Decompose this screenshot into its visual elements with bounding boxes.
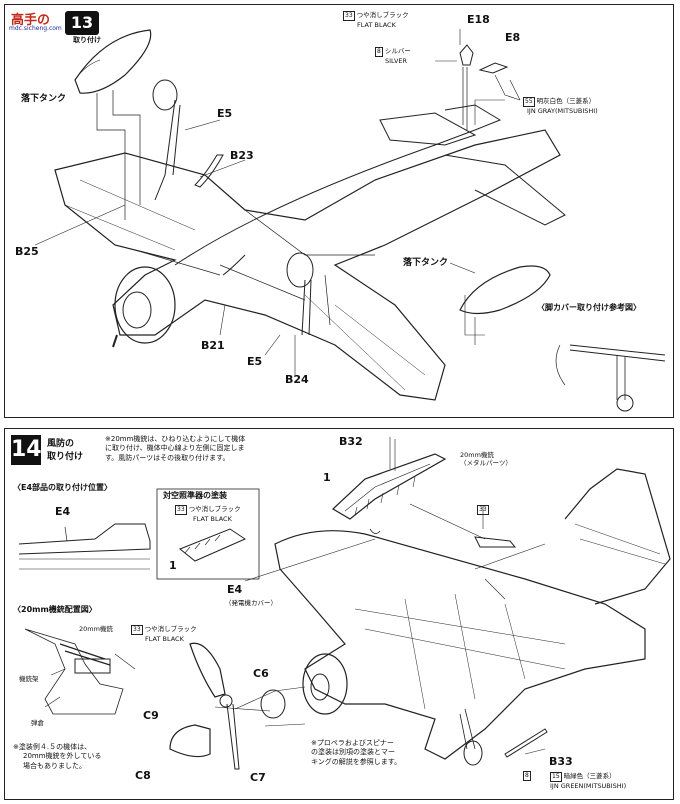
label-drop-tank-left: 落下タンク — [21, 94, 67, 104]
step13-title: 取り付け — [73, 36, 101, 44]
watermark-brand: 高手の — [11, 13, 51, 28]
label-b23: B23 — [230, 149, 254, 162]
label-gun-mount: 機銃架 — [19, 675, 39, 683]
step13-panel: 高手の mdc.sicheng.com 13 取り付け 落下タンク E5 B23… — [4, 4, 674, 418]
label-c8: C8 — [135, 769, 151, 782]
paint-8: 8 — [523, 771, 531, 781]
propeller-note: ※プロペラおよびスピナー の塗装は別項の塗装とマー キングの解説を参照します。 — [311, 739, 402, 766]
step14-number-badge: 14 — [11, 435, 42, 465]
step14-note: ※20mm機銃は、ひねり込むようにして機体 に取り付け、機体中心線より左側に固定… — [105, 435, 246, 462]
step14-title-line1: 風防の — [47, 439, 75, 449]
label-e5-bottom: E5 — [247, 355, 263, 368]
label-b25: B25 — [15, 245, 39, 258]
label-b32: B32 — [339, 435, 363, 448]
step14-title-line2: 取り付け — [47, 452, 84, 462]
label-c9: C9 — [143, 709, 159, 722]
label-20mm-metal: 20mm機銃 （メタルパーツ） — [460, 451, 512, 468]
step14-panel: 14 風防の 取り付け ※20mm機銃は、ひねり込むようにして機体 に取り付け、… — [4, 428, 674, 800]
label-e8: E8 — [505, 31, 521, 44]
label-e4-position: E4 — [55, 505, 71, 518]
label-b33: B33 — [549, 755, 573, 768]
paint-33-gun: 33 — [477, 505, 489, 515]
step14-drawing — [18, 437, 671, 770]
label-b21: B21 — [201, 339, 225, 352]
label-e4-generator: E4 — [227, 583, 243, 596]
label-c6: C6 — [253, 667, 269, 680]
step13-number-badge: 13 — [65, 11, 99, 35]
label-drop-tank-right: 落下タンク — [403, 258, 449, 268]
label-canopy-part-1: 1 — [323, 471, 331, 484]
label-e18: E18 — [467, 13, 490, 26]
label-c7: C7 — [250, 771, 266, 784]
label-b24: B24 — [285, 373, 309, 386]
gun-removal-note: ※塗装例４.５の機体は、 20mm機銃を外している 場合もありました。 — [13, 743, 102, 770]
watermark-url: mdc.sicheng.com — [9, 25, 62, 32]
gun-layout-title: 〈20mm機銃配置図〉 — [13, 605, 97, 614]
step13-drawing — [34, 29, 666, 412]
e4-position-title: 〈E4部品の取り付け位置〉 — [13, 483, 113, 492]
label-20mm-gun: 20mm機銃 — [79, 625, 113, 633]
label-magazine: 弾倉 — [31, 719, 44, 727]
label-e5-top: E5 — [217, 107, 233, 120]
aa-sight-title: 対空照準器の塗装 — [163, 491, 227, 500]
label-aa-part-1: 1 — [169, 559, 177, 572]
gear-cover-reference-title: 〈脚カバー取り付け参考図〉 — [537, 303, 641, 312]
label-e4-generator-sub: （発電機カバー） — [225, 599, 277, 607]
